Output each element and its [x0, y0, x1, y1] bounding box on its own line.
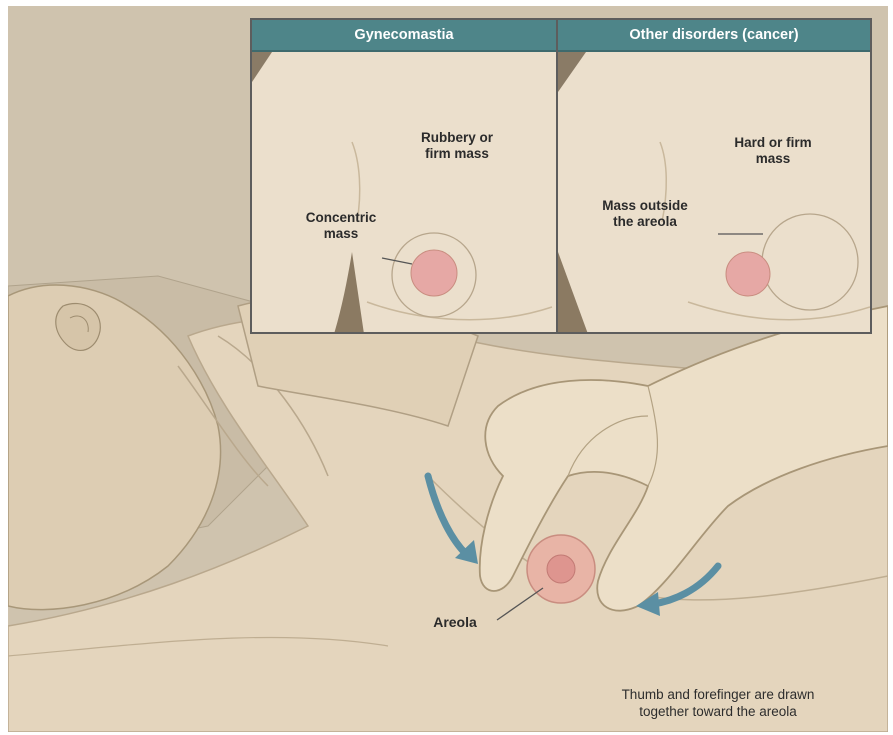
cancer-header: Other disorders (cancer)	[558, 20, 870, 52]
nipple	[547, 555, 575, 583]
gynecomastia-header: Gynecomastia	[252, 20, 556, 52]
cancer-areola	[726, 252, 770, 296]
outside-mass-ring	[762, 214, 858, 310]
areola-label: Areola	[420, 614, 490, 631]
cancer-panel: Other disorders (cancer) Hard or firm ma…	[556, 18, 872, 334]
outside-areola-label: Mass outside the areola	[580, 198, 710, 230]
gynecomastia-areola	[411, 250, 457, 296]
caption: Thumb and forefinger are drawn together …	[568, 686, 868, 720]
gynecomastia-breast-sketch	[252, 52, 556, 334]
gynecomastia-panel: Gynecomastia Rubbery or firm mass Concen…	[250, 18, 558, 334]
rubbery-mass-label: Rubbery or firm mass	[402, 130, 512, 162]
cancer-breast-sketch	[558, 52, 870, 334]
hard-mass-label: Hard or firm mass	[708, 135, 838, 167]
illustration-frame: Areola Thumb and forefinger are drawn to…	[8, 6, 888, 732]
concentric-mass-label: Concentric mass	[296, 210, 386, 242]
